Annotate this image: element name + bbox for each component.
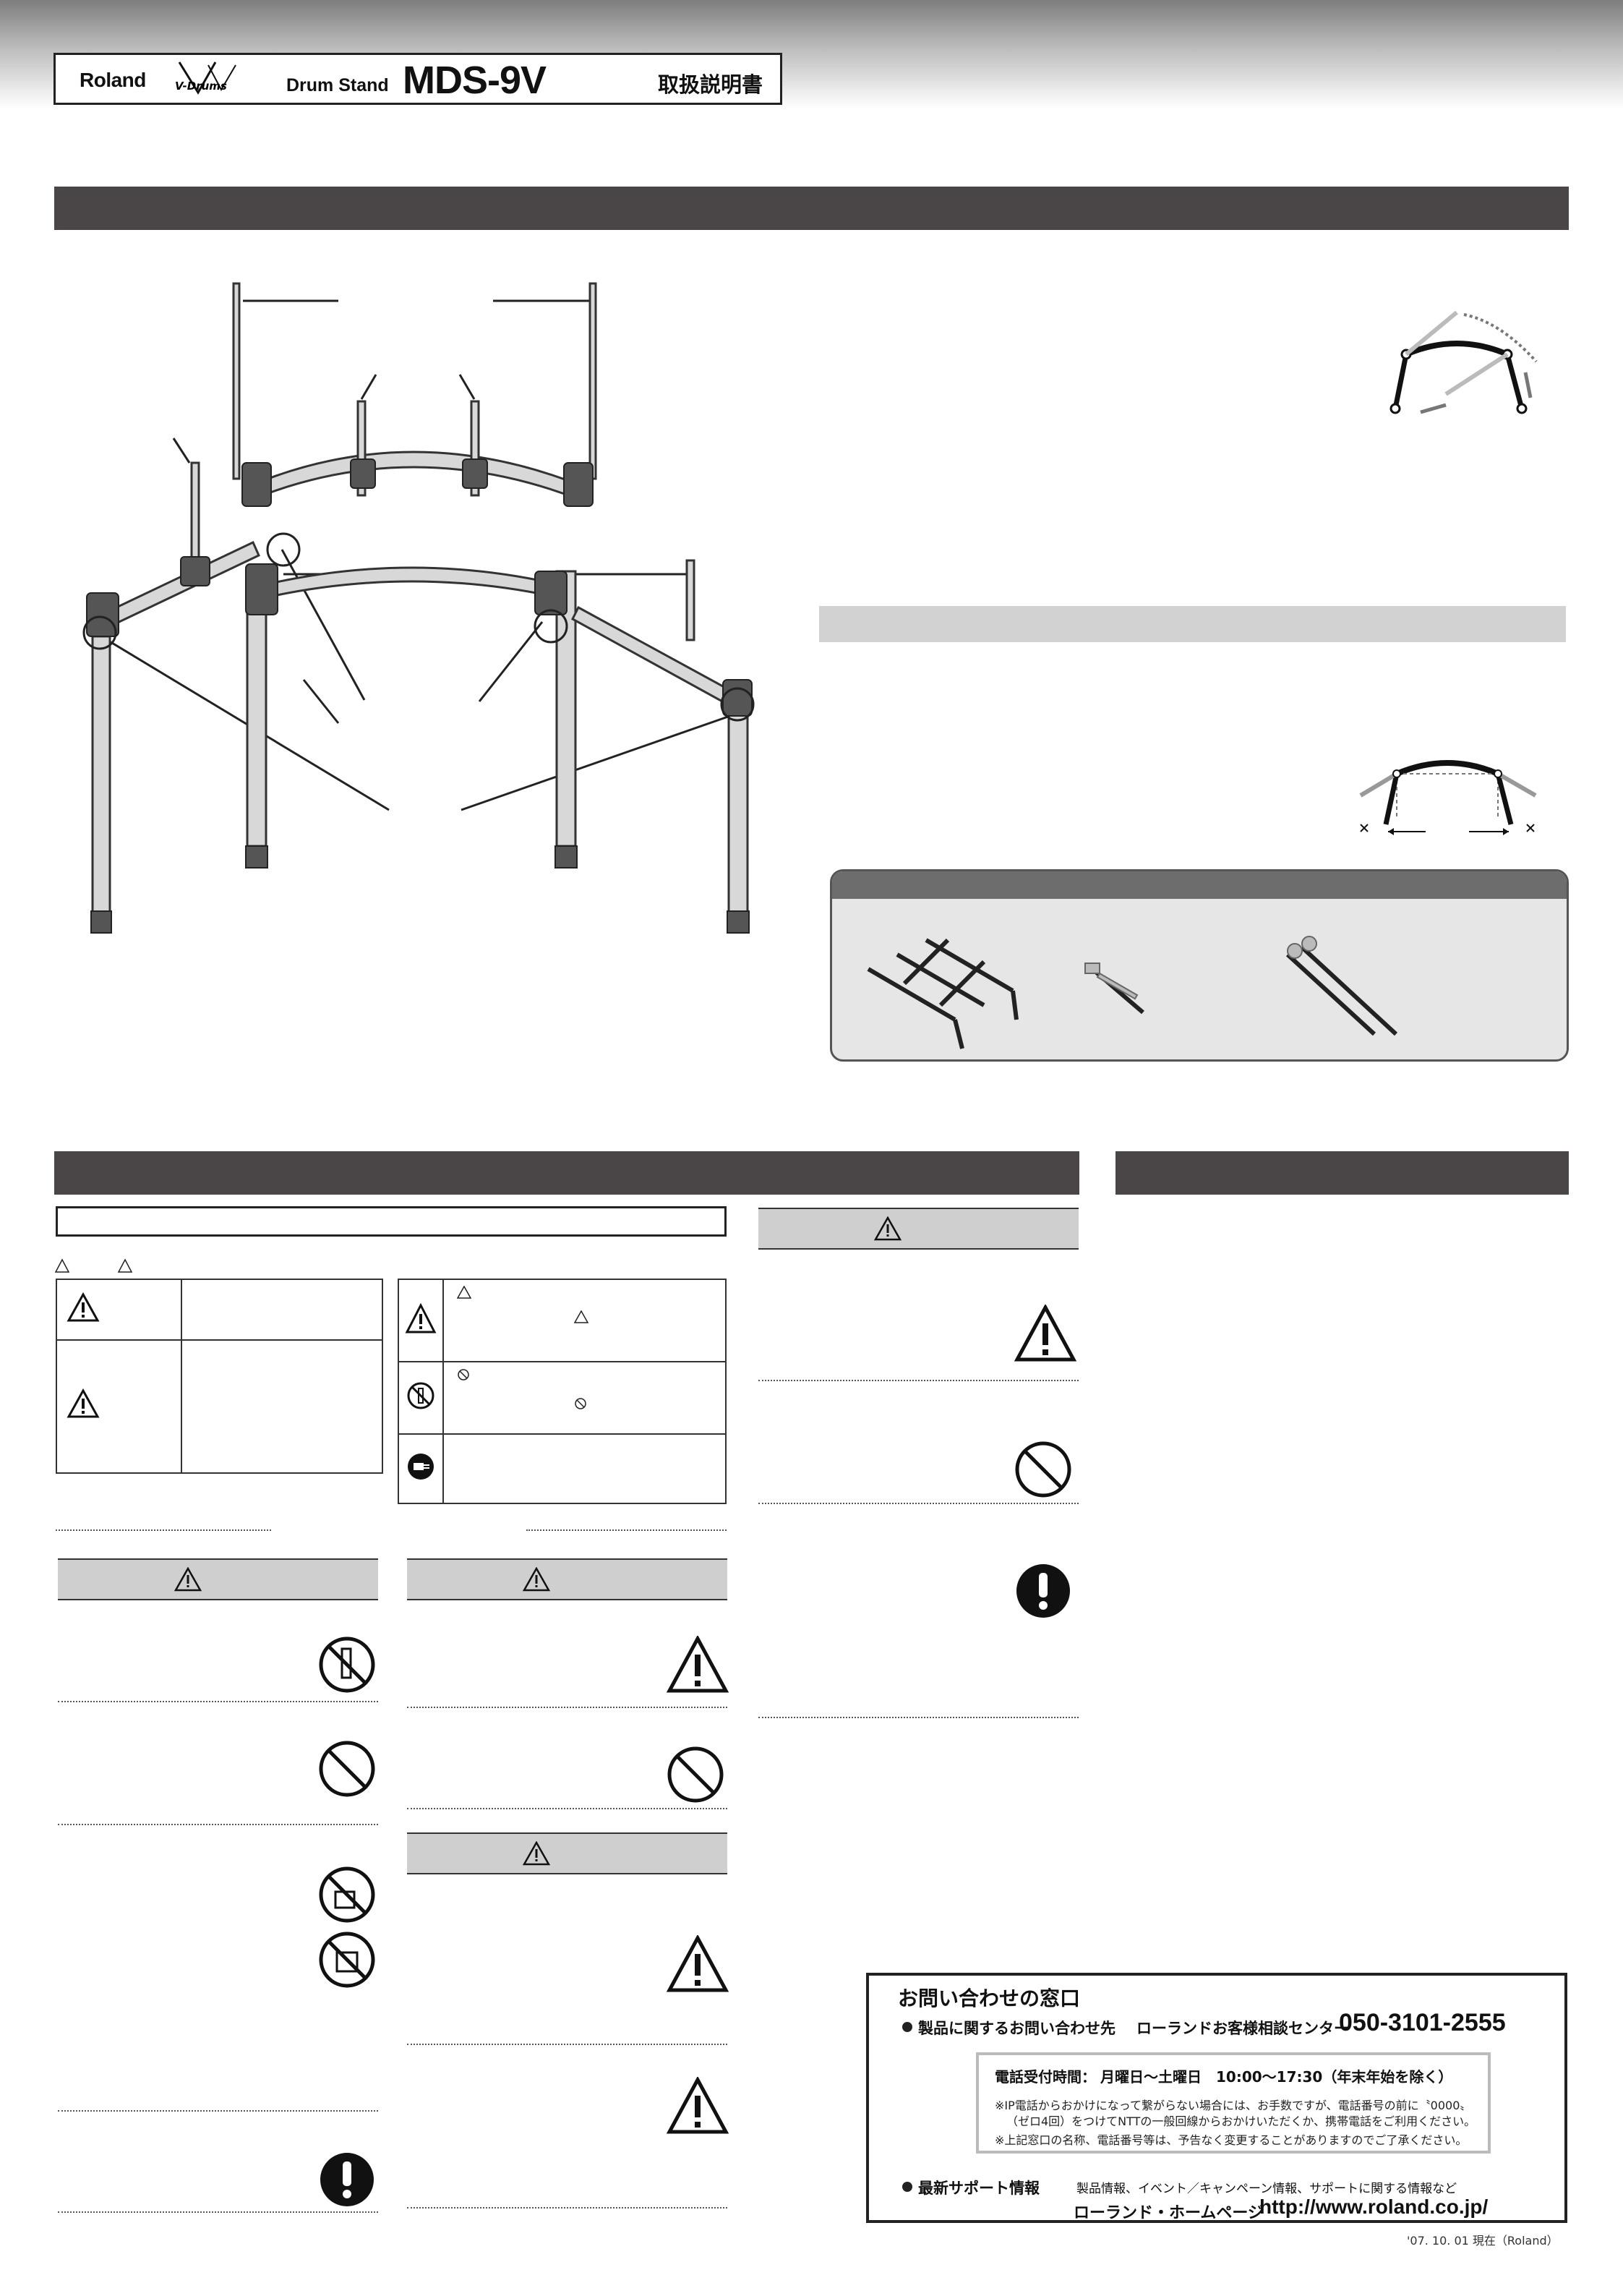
small-prohibition-icon bbox=[575, 1398, 586, 1409]
warning-triangle-icon bbox=[174, 1567, 202, 1592]
contact-box: お問い合わせの窓口 製品に関するお問い合わせ先 ローランドお客様相談センター 0… bbox=[866, 1973, 1567, 2223]
section-bar-notes bbox=[1115, 1151, 1569, 1195]
small-triangle-icon bbox=[457, 1286, 471, 1299]
no-climbing-icon bbox=[319, 1866, 375, 1923]
warning-triangle-icon bbox=[522, 1567, 551, 1592]
symbol-table-row1 bbox=[398, 1361, 727, 1362]
subsection-bar bbox=[819, 606, 1566, 642]
prohibition-circle-icon bbox=[1015, 1441, 1071, 1498]
support-label: 最新サポート情報 bbox=[918, 2180, 1040, 2197]
dotted-divider bbox=[58, 1824, 378, 1825]
warning-header-col3 bbox=[758, 1208, 1079, 1250]
parts-panel bbox=[830, 869, 1569, 1062]
exclamation-circle-icon bbox=[1016, 1564, 1070, 1618]
caution-triangle-icon bbox=[67, 1388, 100, 1418]
ip-phone-note-1: ※IP電話からおかけになって繋がらない場合には、お手数ですが、電話番号の前に〝0… bbox=[995, 2099, 1472, 2112]
warning-triangle-icon bbox=[667, 2077, 729, 2134]
model-name: MDS-9V bbox=[403, 59, 547, 102]
hours-label: 電話受付時間： bbox=[995, 2068, 1096, 2086]
support-desc: 製品情報、イベント／キャンペーン情報、サポートに関する情報など bbox=[1076, 2182, 1457, 2196]
hours-value: 月曜日〜土曜日 10:00〜17:30（年末年始を除く） bbox=[1100, 2068, 1453, 2086]
warning-header-col2 bbox=[407, 1558, 727, 1600]
product-inquiry-label: 製品に関するお問い合わせ先 bbox=[918, 2020, 1115, 2037]
title-box bbox=[53, 53, 782, 105]
dotted-divider bbox=[407, 1707, 727, 1708]
small-prohibition-icon bbox=[458, 1369, 469, 1380]
dotted-divider bbox=[407, 2207, 727, 2208]
folding-diagram bbox=[1389, 310, 1538, 414]
bullet-icon bbox=[902, 2182, 912, 2192]
warning-triangle-icon bbox=[873, 1216, 902, 1241]
drum-stand-illustration bbox=[82, 282, 755, 934]
warning-triangle-icon bbox=[667, 1636, 729, 1693]
center-name: ローランドお客様相談センター bbox=[1136, 2020, 1349, 2037]
no-stacking-icon bbox=[319, 1932, 375, 1988]
manual-title: 取扱説明書 bbox=[658, 72, 763, 97]
ip-phone-note-2: （ゼロ4回）をつけてNTTの一般回線からおかけいただくか、携帯電話をご利用くださ… bbox=[1006, 2114, 1476, 2128]
v-drums-logo: V-Drums bbox=[175, 61, 236, 95]
caution-header-col2 bbox=[407, 1832, 727, 1874]
warning-triangle-icon bbox=[67, 1292, 100, 1322]
dotted-divider bbox=[58, 2110, 378, 2112]
dotted-divider bbox=[758, 1380, 1079, 1381]
product-type: Drum Stand bbox=[286, 75, 389, 95]
prohibition-circle-icon bbox=[319, 1741, 375, 1797]
dotted-divider bbox=[56, 1529, 271, 1531]
symbol-table-row2 bbox=[398, 1433, 727, 1435]
parts-illustration bbox=[867, 936, 1398, 1049]
dotted-divider bbox=[758, 1717, 1079, 1718]
no-disassembly-icon bbox=[319, 1636, 375, 1693]
footer-date: '07. 10. 01 現在（Roland） bbox=[1407, 2234, 1559, 2248]
small-triangle-icon bbox=[574, 1310, 588, 1323]
section-bar-overview bbox=[54, 187, 1569, 230]
svg-text:V-Drums: V-Drums bbox=[175, 80, 227, 93]
homepage-url[interactable]: http://www.roland.co.jp/ bbox=[1259, 2195, 1489, 2218]
phone-number[interactable]: 050-3101-2555 bbox=[1339, 2009, 1506, 2036]
exclamation-circle-icon bbox=[320, 2153, 374, 2206]
unplug-icon bbox=[408, 1454, 434, 1480]
brand-logo: Roland bbox=[80, 69, 146, 91]
symbol-table bbox=[398, 1279, 727, 1504]
warning-triangle-icon bbox=[405, 1303, 437, 1333]
warning-triangle-icon bbox=[667, 1935, 729, 1992]
no-disassembly-icon bbox=[407, 1382, 434, 1409]
definition-table-divider bbox=[181, 1279, 182, 1474]
dotted-divider bbox=[58, 1701, 378, 1702]
dotted-divider bbox=[758, 1503, 1079, 1504]
definition-table-row-divider bbox=[56, 1339, 383, 1341]
homepage-label: ローランド・ホームページ bbox=[1074, 2204, 1264, 2222]
change-note: ※上記窓口の名称、電話番号等は、予告なく変更することがありますのでご了承ください… bbox=[995, 2133, 1468, 2147]
contact-title: お問い合わせの窓口 bbox=[898, 1986, 1081, 2010]
angle-diagram bbox=[1359, 760, 1537, 835]
warning-caution-legend bbox=[55, 1258, 133, 1273]
caution-triangle-icon bbox=[522, 1841, 551, 1866]
safety-intro-box bbox=[56, 1206, 727, 1237]
hours-box: 電話受付時間： 月曜日〜土曜日 10:00〜17:30（年末年始を除く） ※IP… bbox=[976, 2052, 1491, 2154]
dotted-divider bbox=[407, 2044, 727, 2045]
section-bar-safety bbox=[54, 1151, 1079, 1195]
symbol-table-divider bbox=[442, 1279, 444, 1504]
parts-panel-header bbox=[832, 871, 1567, 899]
bullet-icon bbox=[902, 2022, 912, 2032]
definition-table bbox=[56, 1279, 383, 1474]
dotted-divider bbox=[407, 1808, 727, 1809]
warning-header-col1 bbox=[58, 1558, 378, 1600]
dotted-divider bbox=[58, 2211, 378, 2213]
warning-triangle-icon bbox=[1014, 1305, 1076, 1362]
dotted-divider bbox=[526, 1529, 727, 1531]
prohibition-circle-icon bbox=[667, 1746, 724, 1803]
